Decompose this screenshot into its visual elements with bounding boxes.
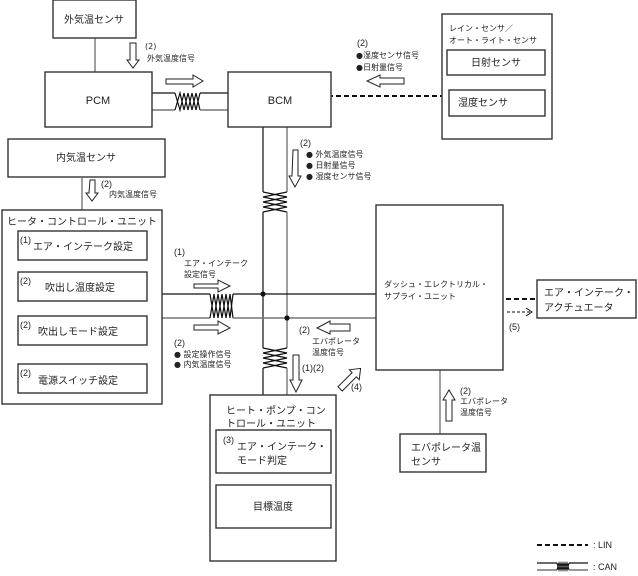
hcu-item-outlet-mode: (2) 吹出しモード設定	[17, 315, 148, 346]
signal-item: ●湿度センサ信号	[356, 50, 419, 60]
can-vertical-bus	[262, 127, 288, 395]
signal-num: (1)	[174, 247, 185, 257]
arrow-right-air-intake	[193, 279, 232, 293]
pcm-box	[44, 71, 153, 128]
hcu-item-num: (2)	[20, 368, 31, 378]
signal-num: (2)	[145, 42, 156, 51]
actuator-label-2: アクチュエータ	[544, 302, 614, 314]
legend-lin-label: : LIN	[593, 540, 612, 550]
signal-air-intake-line1: エア・インテーク	[184, 259, 248, 268]
desu-label-2: サプライ・ユニット	[384, 292, 456, 301]
pcm-label: PCM	[86, 95, 110, 107]
arrow-right-pcm-bcm	[165, 74, 204, 88]
heat-pump-control-unit-box	[209, 394, 337, 562]
hcu-item-num: (2)	[20, 320, 31, 330]
rain-light-sensor-box	[441, 13, 553, 140]
actuator-label-1: エア・インテーク・	[544, 287, 634, 299]
rain-sensor-title-1: レイン・センサ／	[449, 24, 513, 33]
signal-air-intake-line2: 設定信号	[184, 269, 216, 279]
dash-electrical-supply-unit-box	[375, 204, 504, 371]
signal-inside-temp-label: 内気温度信号	[109, 189, 157, 199]
signal-evap-up-line1: エバポレータ	[460, 397, 508, 406]
can-pcm-bcm	[152, 90, 228, 113]
signal-num: (4)	[351, 382, 362, 392]
heater-control-unit-title: ヒータ・コントロール・ユニット	[7, 216, 157, 228]
legend: : LIN : CAN	[537, 540, 617, 573]
humidity-sensor-box	[448, 89, 546, 117]
signal-evap-left-line1: エバポレータ	[312, 337, 360, 346]
signal-num: (2)	[101, 179, 112, 189]
arrow-left-evap	[315, 320, 351, 335]
inside-temp-sensor-box	[7, 138, 166, 178]
hcu-item-label: 吹出し温度設定	[45, 281, 115, 294]
air-intake-actuator-box	[536, 279, 637, 319]
bcm-label: BCM	[268, 95, 292, 107]
evap-sensor-label-2: センサ	[411, 456, 441, 468]
signal-item: ● 内気温度信号	[174, 359, 232, 369]
hp-item-air-intake-mode: (3) エア・インテーク・ モード判定	[215, 429, 332, 474]
legend-can-label: : CAN	[593, 562, 617, 572]
hp-item-label: 目標温度	[253, 500, 293, 513]
humidity-sensor-label: 湿度センサ	[458, 96, 508, 109]
hcu-item-power-switch: (2) 電源スイッチ設定	[17, 363, 148, 394]
signal-num: (2)	[299, 325, 310, 335]
signal-item: ● 湿度センサ信号	[306, 171, 372, 181]
outside-temp-sensor-label: 外気温センサ	[64, 13, 124, 26]
arrow-dashed-to-actuator	[507, 307, 533, 317]
signal-item: ● 外気温度信号	[306, 149, 364, 159]
arrow-diagonal-heat-pump-desu	[337, 367, 362, 392]
arrow-down-inside-temp	[85, 179, 99, 202]
hp-item-num: (3)	[223, 435, 234, 445]
signal-num: (2)	[357, 38, 368, 48]
hp-item-line1: エア・インテーク・	[237, 441, 327, 453]
hcu-item-air-intake: (1) エア・インテーク設定	[17, 230, 148, 261]
signal-num: (2)	[460, 386, 471, 396]
signal-item: ● 設定操作信号	[174, 349, 232, 359]
hcu-item-outlet-temp: (2) 吹出し温度設定	[17, 271, 148, 302]
signal-num: (1)(2)	[302, 363, 324, 373]
outside-temp-sensor-box	[52, 0, 137, 39]
arrow-down-bcm	[288, 149, 302, 189]
solar-sensor-label: 日射センサ	[471, 57, 521, 69]
hcu-item-num: (1)	[20, 235, 31, 245]
arrow-down-outside-temp	[126, 42, 140, 69]
signal-num: (5)	[509, 322, 520, 332]
signal-item: ● 日射量信号	[306, 160, 356, 170]
desu-label-1: ダッシュ・エレクトリカル・	[384, 279, 488, 289]
can-horizontal-bus	[162, 291, 376, 321]
heat-pump-title-1: ヒート・ポンプ・コン	[226, 405, 326, 417]
arrow-right-setting-op	[193, 320, 232, 335]
signal-num: (2)	[174, 338, 185, 348]
hcu-item-label: エア・インテーク設定	[33, 240, 133, 253]
inside-temp-sensor-label: 内気温センサ	[56, 151, 116, 164]
hcu-item-label: 電源スイッチ設定	[38, 374, 118, 387]
evap-sensor-label-1: エバポレータ温	[411, 442, 481, 454]
bcm-box	[227, 71, 332, 128]
signal-evap-left-line2: 温度信号	[312, 347, 344, 357]
legend-can-symbol	[537, 560, 588, 573]
signal-evap-up-line2: 温度信号	[460, 407, 492, 417]
evaporator-temp-sensor-box	[399, 433, 487, 473]
solar-sensor-box	[446, 49, 546, 76]
arrow-left-rain-bcm	[365, 74, 405, 88]
signal-num: (2)	[300, 138, 311, 148]
hcu-item-label: 吹出しモード設定	[38, 325, 118, 338]
arrow-down-to-heat-pump	[289, 354, 303, 394]
signal-outside-temp-label: 外気温度信号	[147, 53, 195, 63]
hp-item-line2: モード判定	[237, 454, 287, 467]
hp-item-target-temp: 目標温度	[215, 484, 332, 529]
rain-sensor-title-2: オート・ライト・センサ	[449, 36, 537, 45]
hcu-item-num: (2)	[20, 276, 31, 286]
signal-item: ●日射量信号	[356, 62, 403, 72]
heat-pump-title-2: トロール・ユニット	[226, 419, 316, 430]
arrow-up-evap	[442, 389, 456, 422]
